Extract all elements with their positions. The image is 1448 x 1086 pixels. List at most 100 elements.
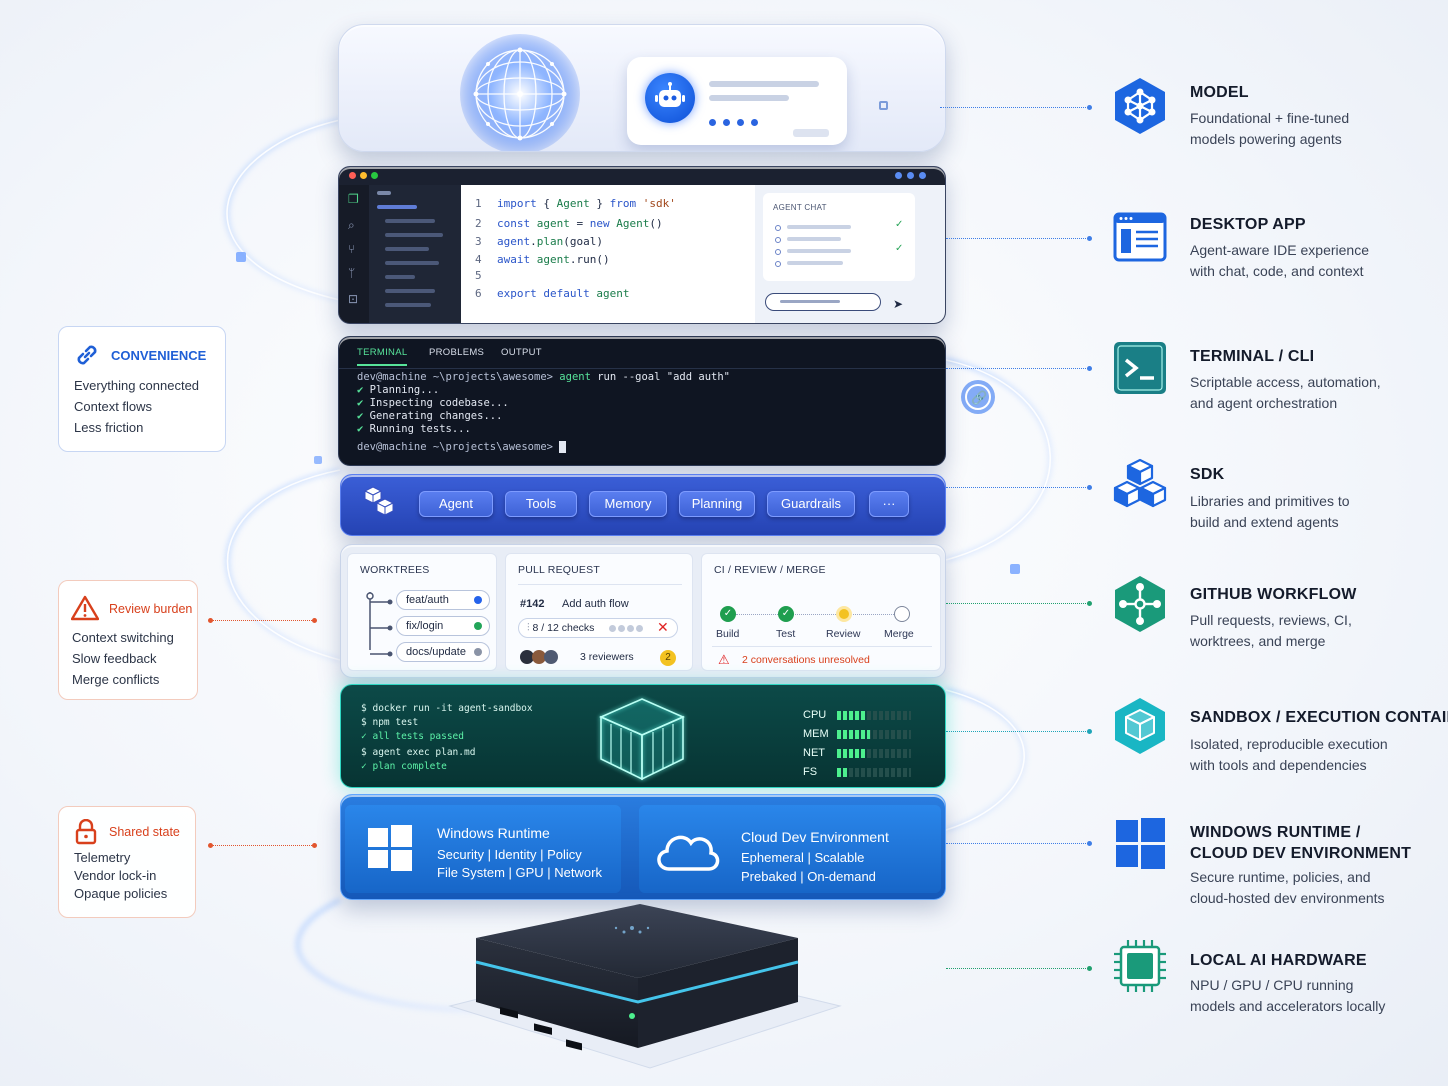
cpu-meter [837, 711, 911, 720]
connector [210, 845, 314, 846]
agent-chat-title: AGENT CHAT [773, 203, 827, 212]
shared-state-list: Telemetry Vendor lock-in Opaque policies [74, 850, 168, 901]
branch-fix-login[interactable]: fix/login [396, 616, 490, 636]
stage-test-check: ✓ [778, 606, 794, 622]
sdk-layer: Agent Tools Memory Planning Guardrails ·… [340, 474, 946, 536]
connector [946, 487, 1090, 488]
tab-problems[interactable]: PROBLEMS [429, 347, 485, 358]
review-burden-title: Review burden [109, 602, 193, 616]
status-dot [895, 172, 902, 179]
branch-feat-auth[interactable]: feat/auth [396, 590, 490, 610]
activity-bar: ❐ ⌕ ⑂ ᛘ ⊡ [339, 185, 369, 323]
typing-dot [737, 119, 744, 126]
sdk-pill-agent[interactable]: Agent [419, 491, 493, 517]
unresolved-warning[interactable]: 2 conversations unresolved [742, 654, 870, 666]
connector [946, 968, 1090, 969]
window-minimize-dot[interactable] [360, 172, 367, 179]
connector-dot [1087, 601, 1092, 606]
connector-dot [1087, 485, 1092, 490]
meter-label-net: NET [803, 747, 825, 759]
tab-terminal[interactable]: TERMINAL [357, 347, 408, 366]
sandbox-line: $ npm test [361, 717, 419, 728]
send-icon[interactable]: ➤ [893, 297, 904, 311]
connector-dot [1087, 236, 1092, 241]
chip-icon [1114, 940, 1166, 992]
sdk-cubes-icon [1113, 458, 1167, 508]
window-maximize-dot[interactable] [371, 172, 378, 179]
lock-icon [75, 819, 97, 845]
files-icon[interactable]: ❐ [348, 192, 359, 206]
extensions-icon[interactable]: ⊡ [348, 292, 359, 306]
check-icon: ✓ [895, 219, 904, 230]
code-line-5: 5 [475, 269, 482, 282]
terminal-command-line: dev@machine ~\projects\awesome> agent ru… [357, 371, 730, 383]
sdk-pill-guardrails[interactable]: Guardrails [767, 491, 855, 517]
legend-title-model: MODEL [1190, 84, 1249, 101]
source-control-icon[interactable]: ⑂ [348, 242, 356, 256]
model-layer [338, 24, 946, 152]
branch-docs-update[interactable]: docs/update [396, 642, 490, 662]
square-icon [879, 101, 888, 110]
shared-state-title: Shared state [109, 825, 180, 839]
connector-dot [1087, 366, 1092, 371]
search-icon[interactable]: ⌕ [348, 218, 355, 232]
typing-dot [723, 119, 730, 126]
sandbox-line: $ docker run -it agent-sandbox [361, 703, 533, 714]
connector-dot [1087, 105, 1092, 110]
sdk-pill-memory[interactable]: Memory [589, 491, 667, 517]
check-icon: ✓ [895, 243, 904, 254]
branch-icon[interactable]: ᛘ [348, 266, 356, 280]
sdk-pill-tools[interactable]: Tools [505, 491, 577, 517]
meter-label-fs: FS [803, 766, 818, 778]
terminal-icon [1114, 342, 1166, 394]
connector-dot [1087, 966, 1092, 971]
terminal-step: ✔ Generating changes... [357, 410, 503, 422]
connector-dot [312, 618, 317, 623]
sandbox-line: ✓ plan complete [361, 761, 447, 772]
terminal-layer: TERMINAL PROBLEMS OUTPUT dev@machine ~\p… [338, 336, 946, 466]
checks-status[interactable]: ⫶ 8 / 12 checks ✕ [518, 618, 678, 638]
stage-merge-todo [894, 606, 910, 622]
terminal-tabs: TERMINAL PROBLEMS OUTPUT [339, 337, 945, 369]
legend-title-terminal: TERMINAL / CLI [1190, 348, 1315, 365]
stage-label: Review [826, 628, 861, 640]
connector [210, 620, 314, 621]
chat-input[interactable] [765, 293, 881, 311]
tab-output[interactable]: OUTPUT [501, 347, 542, 358]
windows-runtime-panel: Windows Runtime Security | Identity | Po… [345, 805, 621, 893]
window-close-dot[interactable] [349, 172, 356, 179]
typing-dot [709, 119, 716, 126]
ci-title: CI / REVIEW / MERGE [714, 564, 826, 576]
svg-text:🔗: 🔗 [971, 389, 987, 406]
model-network-icon [1115, 78, 1165, 134]
connector-dot [1087, 729, 1092, 734]
windows-logo-icon [368, 825, 412, 871]
pr-name[interactable]: Add auth flow [562, 598, 629, 610]
container-cube-icon [598, 697, 686, 781]
legend-title-runtime: WINDOWS RUNTIME / [1190, 824, 1361, 841]
connector [940, 107, 1090, 108]
local-ai-hardware-device [448, 904, 842, 1069]
sdk-pill-more[interactable]: ··· [869, 491, 909, 517]
sdk-pill-planning[interactable]: Planning [679, 491, 755, 517]
warning-icon: ⚠ [718, 652, 730, 667]
chat-messages: AGENT CHAT ✓ ✓ [763, 193, 915, 281]
text-skeleton [709, 81, 819, 87]
review-burden-callout: Review burden Context switching Slow fee… [58, 580, 198, 700]
link-icon [77, 345, 97, 365]
text-skeleton [709, 95, 789, 101]
stage-label: Merge [884, 628, 914, 640]
windows-runtime-title: Windows Runtime [437, 825, 550, 841]
terminal-prompt[interactable]: dev@machine ~\projects\awesome> [357, 441, 566, 454]
cloud-dev-title: Cloud Dev Environment [741, 829, 889, 845]
sandbox-layer: $ docker run -it agent-sandbox $ npm tes… [340, 684, 946, 788]
